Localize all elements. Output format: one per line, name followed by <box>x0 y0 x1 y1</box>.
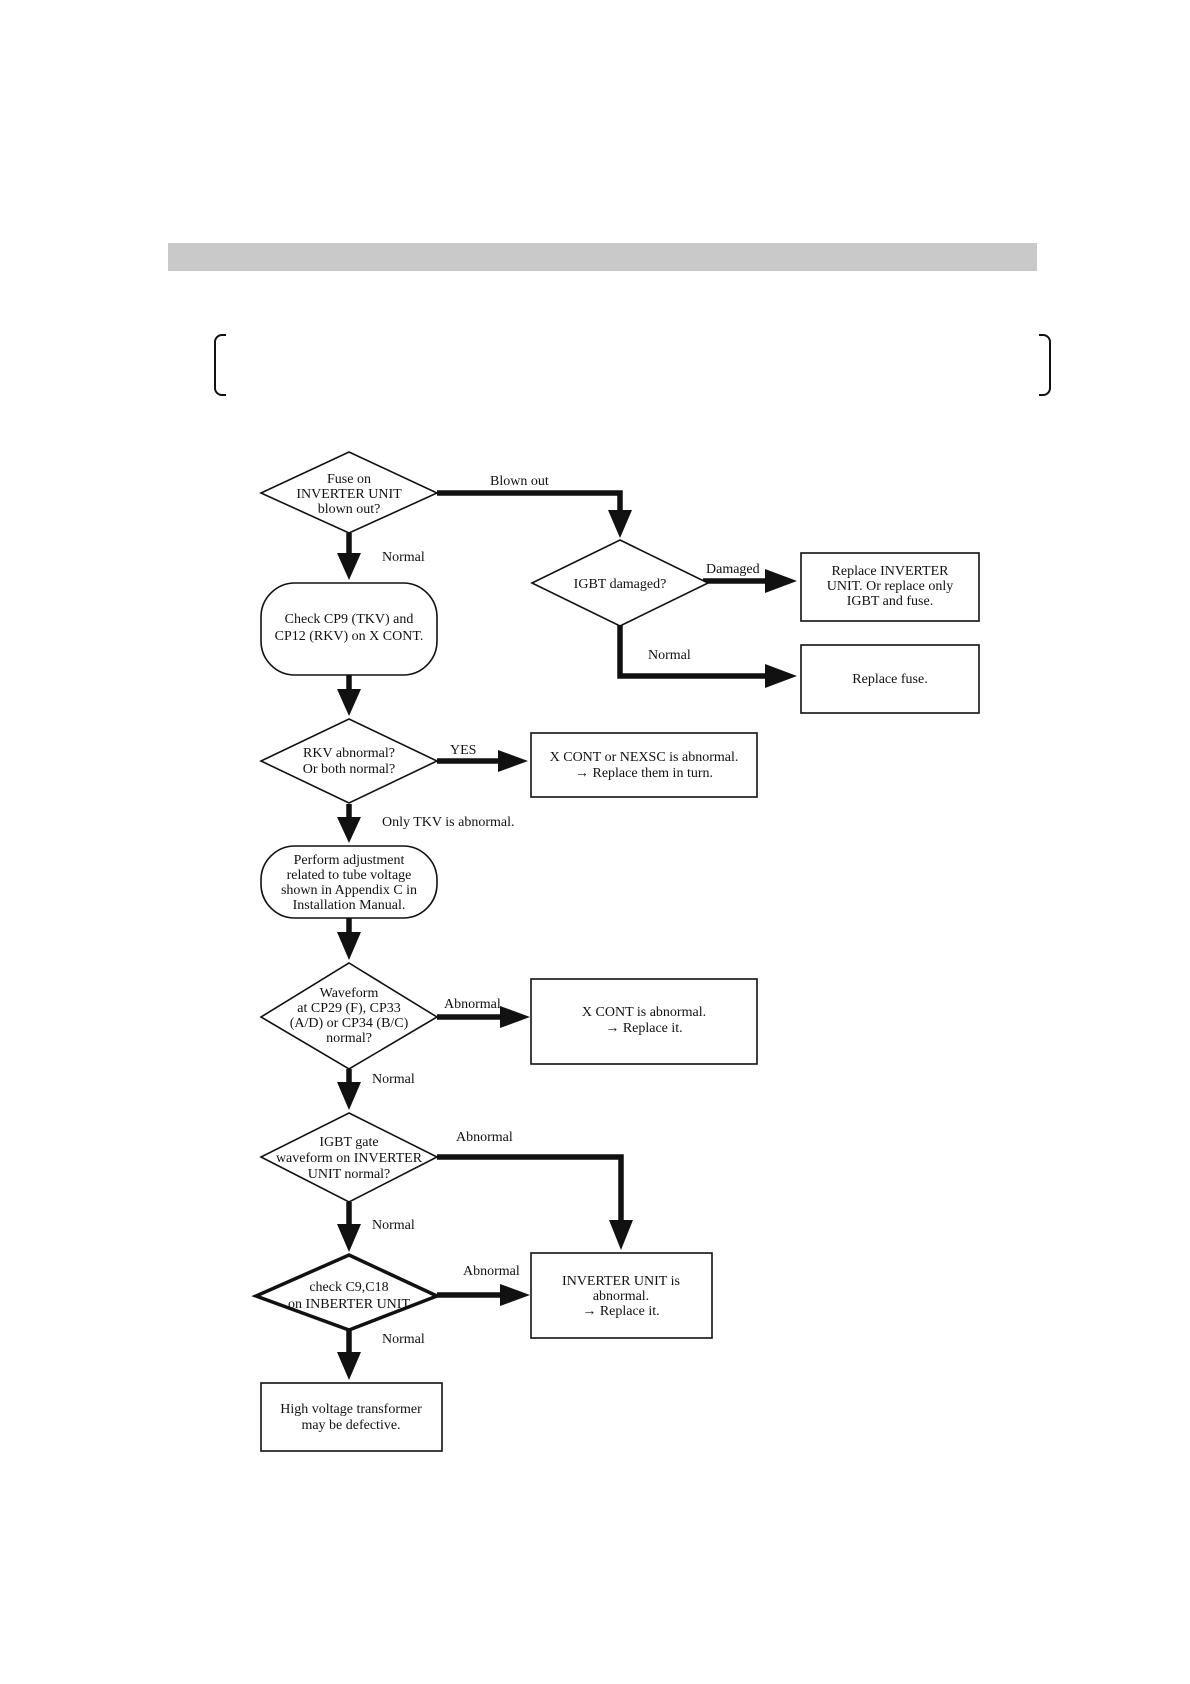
arrowhead <box>337 817 361 843</box>
arrowhead <box>337 1224 361 1252</box>
node-text: waveform on INVERTER <box>276 1151 423 1166</box>
edge-label-normal: Normal <box>648 648 691 663</box>
node-text: on INBERTER UNIT <box>288 1297 410 1312</box>
process-replace-fuse: Replace fuse. <box>800 644 980 714</box>
node-text: RKV abnormal? <box>303 746 395 761</box>
edge-label-blown-out: Blown out <box>490 474 549 489</box>
decision-fuse-blown: Fuse on INVERTER UNIT blown out? <box>259 451 439 534</box>
edge-label-normal: Normal <box>372 1072 415 1087</box>
process-xcont-nexsc-abnormal: X CONT or NEXSC is abnormal. → Replace t… <box>530 732 758 798</box>
node-text: INVERTER UNIT is <box>562 1274 680 1289</box>
flow-igbt-to-replace-fuse <box>617 624 765 679</box>
arrowhead <box>765 569 797 593</box>
node-text: Installation Manual. <box>293 898 406 913</box>
arrowhead <box>337 932 361 960</box>
terminal-hv-transformer-defective: High voltage transformer may be defectiv… <box>260 1382 443 1452</box>
node-text: CP12 (RKV) on X CONT. <box>275 629 424 644</box>
section-header-band <box>168 243 1037 271</box>
note-bracket-right <box>1039 334 1051 396</box>
node-text: Perform adjustment <box>294 853 405 868</box>
node-text: at CP29 (F), CP33 <box>297 1001 400 1016</box>
decision-igbt-gate-waveform: IGBT gate waveform on INVERTER UNIT norm… <box>259 1112 439 1203</box>
node-text: UNIT normal? <box>308 1167 391 1182</box>
node-text: Replace INVERTER <box>832 564 950 579</box>
arrowhead <box>765 664 797 688</box>
node-text: related to tube voltage <box>287 868 412 883</box>
node-text: High voltage transformer <box>280 1402 422 1417</box>
node-text: → Replace it. <box>582 1304 659 1319</box>
node-text: abnormal. <box>593 1289 649 1304</box>
node-text: UNIT. Or replace only <box>827 579 953 594</box>
node-text: normal? <box>326 1031 372 1046</box>
node-text: IGBT gate <box>319 1135 378 1150</box>
arrowhead <box>337 553 361 580</box>
decision-waveform-normal: Waveform at CP29 (F), CP33 (A/D) or CP34… <box>259 962 439 1070</box>
decision-check-c9-c18: check C9,C18 on INBERTER UNIT <box>251 1253 442 1332</box>
note-bracket-left <box>214 334 226 396</box>
node-text: IGBT damaged? <box>574 577 667 592</box>
node-text: → Replace it. <box>605 1021 682 1036</box>
step-perform-adjustment: Perform adjustment related to tube volta… <box>260 845 438 919</box>
process-xcont-abnormal: X CONT is abnormal. → Replace it. <box>530 978 758 1065</box>
decision-igbt-damaged: IGBT damaged? <box>530 539 710 627</box>
arrowhead <box>500 1284 530 1306</box>
arrowhead <box>337 689 361 716</box>
step-check-cp9-cp12: Check CP9 (TKV) and CP12 (RKV) on X CONT… <box>260 582 438 676</box>
arrowhead <box>498 750 528 772</box>
flow-fuse-to-igbt <box>437 490 623 510</box>
node-text: X CONT is abnormal. <box>582 1005 706 1020</box>
edge-label-abnormal: Abnormal <box>456 1130 513 1145</box>
node-text: Fuse on <box>327 472 371 487</box>
arrowhead <box>337 1082 361 1110</box>
node-text: Replace fuse. <box>852 672 927 687</box>
node-text: blown out? <box>318 502 381 517</box>
node-text: may be defective. <box>301 1418 400 1433</box>
decision-rkv-abnormal: RKV abnormal? Or both normal? <box>259 718 439 804</box>
node-text: → Replace them in turn. <box>575 766 713 781</box>
node-text: INVERTER UNIT <box>296 487 402 502</box>
edge-label-only-tkv: Only TKV is abnormal. <box>382 815 514 830</box>
arrowhead <box>609 1220 633 1250</box>
edge-label-normal: Normal <box>382 1332 425 1347</box>
edge-label-normal: Normal <box>372 1218 415 1233</box>
arrowhead <box>337 1352 361 1380</box>
node-text: Waveform <box>320 986 379 1001</box>
node-text: shown in Appendix C in <box>281 883 417 898</box>
node-text: IGBT and fuse. <box>847 594 933 609</box>
process-inverter-unit-abnormal: INVERTER UNIT is abnormal. → Replace it. <box>530 1252 713 1339</box>
flow-igbt-gate-to-inverter-abnormal <box>437 1154 624 1220</box>
arrowhead <box>500 1006 530 1028</box>
edge-label-abnormal: Abnormal <box>444 997 501 1012</box>
node-text: check C9,C18 <box>309 1280 388 1295</box>
edge-label-normal: Normal <box>382 550 425 565</box>
process-replace-inverter: Replace INVERTER UNIT. Or replace only I… <box>800 552 980 622</box>
node-text: Or both normal? <box>303 762 396 777</box>
node-text: (A/D) or CP34 (B/C) <box>290 1016 409 1031</box>
edge-label-damaged: Damaged <box>706 562 760 577</box>
node-text: X CONT or NEXSC is abnormal. <box>550 750 739 765</box>
edge-label-yes: YES <box>450 743 476 758</box>
arrowhead <box>608 510 632 538</box>
node-text: Check CP9 (TKV) and <box>285 612 414 627</box>
edge-label-abnormal: Abnormal <box>463 1264 520 1279</box>
